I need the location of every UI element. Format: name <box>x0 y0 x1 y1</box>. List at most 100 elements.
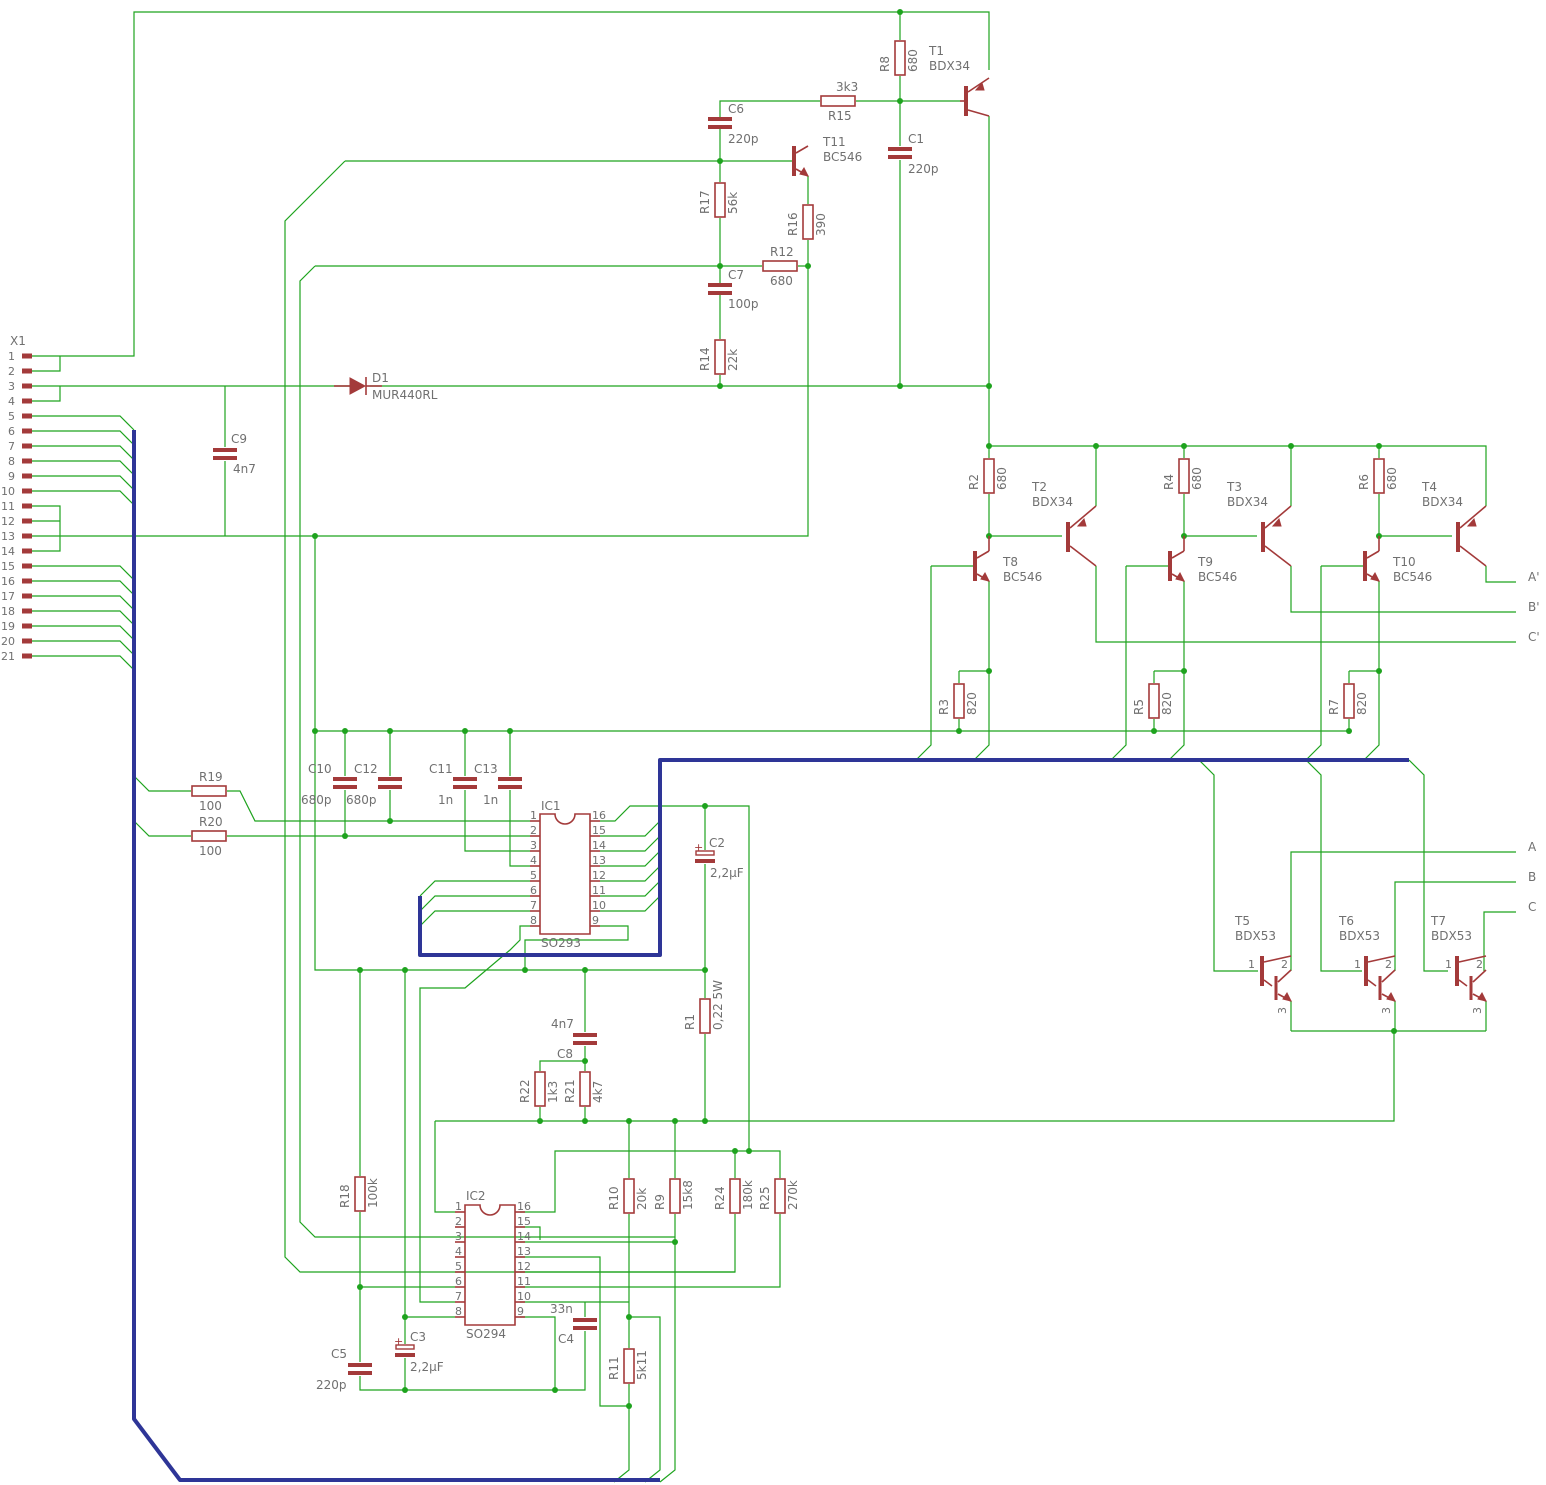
r18-name: R18 <box>338 1184 352 1208</box>
connector-pin-label: 7 <box>8 440 15 453</box>
connector-pin-15 <box>22 563 32 569</box>
r5-name: R5 <box>1132 699 1146 715</box>
connector-pin-label: 11 <box>1 500 15 513</box>
ic2-pin-4: 4 <box>455 1245 462 1258</box>
c11-name: C11 <box>429 762 453 776</box>
diode-d1: D1 MUR440RL <box>334 371 438 402</box>
ic2-name: IC2 <box>466 1189 486 1203</box>
t4-value: BDX34 <box>1422 495 1463 509</box>
ic1-pin-11: 11 <box>592 884 606 897</box>
output-a: A <box>1528 840 1537 854</box>
ic2-pin-2: 2 <box>455 1215 462 1228</box>
transistor-t4: T4 BDX34 <box>1421 480 1487 567</box>
output-c-prime: C' <box>1528 630 1540 644</box>
c6-name: C6 <box>728 102 744 116</box>
r15-name: R15 <box>828 109 852 123</box>
ic2-pin-7: 7 <box>455 1290 462 1303</box>
r15-value: 3k3 <box>836 80 858 94</box>
c7-name: C7 <box>728 268 744 282</box>
svg-text:1: 1 <box>1445 958 1452 971</box>
connector-pin-label: 17 <box>1 590 15 603</box>
r8-value: 680 <box>906 49 920 72</box>
ic1-pin-5: 5 <box>530 869 537 882</box>
capacitor-c11: C11 1n <box>429 762 477 807</box>
diode-triangle <box>349 377 367 395</box>
c13-name: C13 <box>474 762 498 776</box>
connector-pin-2 <box>22 368 32 374</box>
connector-pin-3 <box>22 383 32 389</box>
r25-value: 270k <box>786 1180 800 1210</box>
ic1-part: SO293 <box>541 936 581 950</box>
ic2-pin-13: 13 <box>517 1245 531 1258</box>
ic2-pin-14: 14 <box>517 1230 531 1243</box>
connector-pin-label: 19 <box>1 620 15 633</box>
ic2-pin-15: 15 <box>517 1215 531 1228</box>
r19-name: R19 <box>199 770 223 784</box>
connector-pin-16 <box>22 578 32 584</box>
connector-pin-8 <box>22 458 32 464</box>
svg-text:1: 1 <box>1248 958 1255 971</box>
c3-plus: + <box>394 1335 403 1348</box>
t2-name: T2 <box>1031 480 1047 494</box>
c1-value: 220p <box>908 162 939 176</box>
r10-value: 20k <box>635 1188 649 1210</box>
ic1-pin-15: 15 <box>592 824 606 837</box>
capacitor-c13: C13 1n <box>474 762 522 807</box>
capacitor-c10: C10 680p <box>301 762 357 807</box>
ic2-pin-11: 11 <box>517 1275 531 1288</box>
elcap-c3: +C32,2µF <box>394 1330 444 1374</box>
r20-value: 100 <box>199 844 222 858</box>
r10-name: R10 <box>607 1186 621 1210</box>
connector-pin-12 <box>22 518 32 524</box>
c11-value: 1n <box>438 793 453 807</box>
output-b: B <box>1528 870 1536 884</box>
c10-name: C10 <box>308 762 332 776</box>
c6-value: 220p <box>728 132 759 146</box>
connector-pin-11 <box>22 503 32 509</box>
connector-pin-13 <box>22 533 32 539</box>
transistor-t1: T1 BDX34 <box>928 44 990 117</box>
c10-value: 680p <box>301 793 332 807</box>
svg-text:3: 3 <box>1380 1007 1393 1014</box>
svg-text:2: 2 <box>1476 958 1483 971</box>
connector-pin-7 <box>22 443 32 449</box>
connector-pin-21 <box>22 653 32 659</box>
connector-pin-18 <box>22 608 32 614</box>
c13-value: 1n <box>483 793 498 807</box>
r6-name: R6 <box>1357 474 1371 490</box>
connector-pin-10 <box>22 488 32 494</box>
ic1-pin-2: 2 <box>530 824 537 837</box>
output-c: C <box>1528 900 1536 914</box>
connector-name: X1 <box>10 334 26 348</box>
transistor-t3: T3 BDX34 <box>1226 480 1292 567</box>
r7-value: 820 <box>1355 692 1369 715</box>
t6-value: BDX53 <box>1339 929 1380 943</box>
connector-pin-label: 13 <box>1 530 15 543</box>
r22-value: 1k3 <box>546 1081 560 1103</box>
wires <box>30 11 1516 1483</box>
svg-text:3: 3 <box>1276 1007 1289 1014</box>
connector-pin-5 <box>22 413 32 419</box>
ic2-pin-3: 3 <box>455 1230 462 1243</box>
t9-name: T9 <box>1197 555 1213 569</box>
r12-name: R12 <box>770 245 794 259</box>
connector-pin-label: 8 <box>8 455 15 468</box>
r21-name: R21 <box>563 1079 577 1103</box>
connector-pin-9 <box>22 473 32 479</box>
resistor-r15: R15 3k3 <box>820 80 858 123</box>
r16-name: R16 <box>786 212 800 236</box>
